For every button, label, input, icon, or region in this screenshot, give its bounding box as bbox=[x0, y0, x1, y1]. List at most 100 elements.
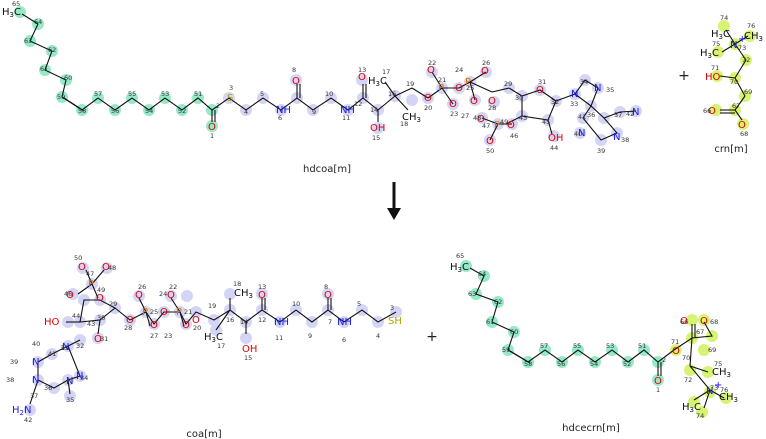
svg-text:30: 30 bbox=[97, 314, 105, 322]
coa-atoms: O P O O O HO O O P O O O P O O O CH3 H3C… bbox=[12, 262, 402, 417]
svg-text:71: 71 bbox=[711, 64, 719, 72]
svg-text:O: O bbox=[708, 106, 716, 117]
svg-text:19: 19 bbox=[406, 80, 414, 88]
svg-text:26: 26 bbox=[138, 283, 146, 291]
svg-text:30: 30 bbox=[515, 94, 523, 102]
svg-text:O: O bbox=[680, 316, 688, 327]
svg-text:53: 53 bbox=[606, 342, 614, 350]
svg-text:68: 68 bbox=[740, 130, 748, 138]
svg-text:32: 32 bbox=[76, 342, 84, 350]
svg-text:O: O bbox=[102, 262, 110, 273]
svg-text:25: 25 bbox=[466, 84, 474, 92]
hdcecrn-atoms: H3C O O O O CH3 N + CH3 H3C bbox=[450, 262, 738, 414]
svg-text:10: 10 bbox=[292, 300, 300, 308]
svg-text:74: 74 bbox=[720, 14, 728, 22]
svg-text:O: O bbox=[96, 293, 104, 304]
crn-atoms: H3C N + CH3 H3C HO O O bbox=[700, 29, 763, 131]
svg-text:33: 33 bbox=[570, 100, 578, 108]
svg-text:76: 76 bbox=[747, 22, 755, 30]
svg-text:38: 38 bbox=[6, 376, 14, 384]
svg-text:N: N bbox=[66, 376, 73, 387]
svg-text:NH: NH bbox=[337, 317, 352, 328]
svg-text:34: 34 bbox=[580, 78, 588, 86]
svg-text:22: 22 bbox=[169, 283, 177, 291]
svg-text:SH: SH bbox=[388, 316, 402, 327]
atom-o46: O bbox=[507, 120, 515, 131]
svg-text:64: 64 bbox=[34, 18, 42, 26]
svg-text:74: 74 bbox=[696, 412, 704, 420]
svg-text:O: O bbox=[738, 120, 746, 131]
svg-text:12: 12 bbox=[354, 100, 362, 108]
atom-o28: O bbox=[488, 96, 496, 107]
product-plus: + bbox=[426, 329, 438, 345]
svg-text:52: 52 bbox=[623, 360, 631, 368]
svg-text:25: 25 bbox=[150, 308, 158, 316]
svg-text:15: 15 bbox=[372, 134, 380, 142]
svg-text:36: 36 bbox=[44, 384, 52, 392]
svg-text:52: 52 bbox=[178, 107, 186, 115]
svg-text:49: 49 bbox=[97, 286, 105, 294]
svg-text:69: 69 bbox=[708, 346, 716, 354]
svg-text:36: 36 bbox=[587, 111, 595, 119]
svg-text:42: 42 bbox=[24, 416, 32, 424]
svg-text:2: 2 bbox=[662, 356, 666, 364]
svg-text:47: 47 bbox=[482, 122, 490, 130]
svg-text:28: 28 bbox=[124, 324, 132, 332]
svg-text:O: O bbox=[192, 315, 200, 326]
hdcoa-molecule: H3C O S O NH O NH OH H3C CH3 O O P O O P… bbox=[2, 0, 642, 155]
atom-n40: N bbox=[578, 128, 585, 139]
svg-text:48: 48 bbox=[108, 264, 116, 272]
svg-text:68: 68 bbox=[710, 318, 718, 326]
svg-text:N: N bbox=[32, 375, 39, 386]
atom-oh44: OH bbox=[548, 133, 563, 144]
svg-text:46: 46 bbox=[64, 290, 72, 298]
atom-o23: O bbox=[449, 99, 457, 110]
svg-text:13: 13 bbox=[258, 283, 266, 291]
svg-text:5: 5 bbox=[260, 90, 264, 98]
svg-text:1: 1 bbox=[656, 386, 660, 394]
svg-text:5: 5 bbox=[357, 300, 361, 308]
svg-text:51: 51 bbox=[194, 90, 202, 98]
crn-label: crn[m] bbox=[714, 144, 747, 155]
svg-text:23: 23 bbox=[164, 332, 172, 340]
svg-text:26: 26 bbox=[482, 59, 490, 67]
svg-text:33: 33 bbox=[60, 344, 68, 352]
atom-n42: N bbox=[632, 107, 639, 118]
svg-text:H3C: H3C bbox=[711, 29, 730, 41]
svg-text:60: 60 bbox=[510, 328, 518, 336]
svg-text:29: 29 bbox=[109, 300, 117, 308]
svg-text:51: 51 bbox=[638, 342, 646, 350]
svg-text:6: 6 bbox=[278, 114, 282, 122]
svg-text:O: O bbox=[654, 376, 662, 387]
hdcoa-bonds bbox=[21, 13, 637, 141]
reaction-arrow-head bbox=[387, 208, 401, 220]
atom-ch3-17: H3C bbox=[368, 76, 387, 88]
svg-text:50: 50 bbox=[486, 147, 494, 155]
svg-text:20: 20 bbox=[193, 324, 201, 332]
svg-text:39: 39 bbox=[10, 358, 18, 366]
svg-text:72: 72 bbox=[742, 56, 750, 64]
svg-text:O: O bbox=[160, 307, 168, 318]
svg-text:CH3: CH3 bbox=[712, 367, 731, 379]
svg-text:3: 3 bbox=[229, 84, 233, 92]
svg-text:CH3: CH3 bbox=[719, 392, 738, 404]
atom-o24: O bbox=[455, 83, 463, 94]
atom-h3c: H3C bbox=[2, 7, 21, 19]
svg-text:14: 14 bbox=[240, 318, 248, 326]
svg-text:12: 12 bbox=[258, 316, 266, 324]
svg-text:57: 57 bbox=[540, 342, 548, 350]
svg-text:32: 32 bbox=[551, 98, 559, 106]
svg-text:O: O bbox=[700, 316, 708, 327]
svg-text:75: 75 bbox=[714, 360, 722, 368]
atom-p21: P bbox=[438, 83, 444, 94]
svg-text:37: 37 bbox=[614, 111, 622, 119]
svg-text:9: 9 bbox=[308, 332, 312, 340]
svg-text:64: 64 bbox=[478, 270, 486, 278]
svg-text:P: P bbox=[88, 279, 94, 290]
svg-text:O: O bbox=[324, 290, 332, 301]
svg-text:17: 17 bbox=[217, 342, 225, 350]
svg-text:38: 38 bbox=[621, 136, 629, 144]
